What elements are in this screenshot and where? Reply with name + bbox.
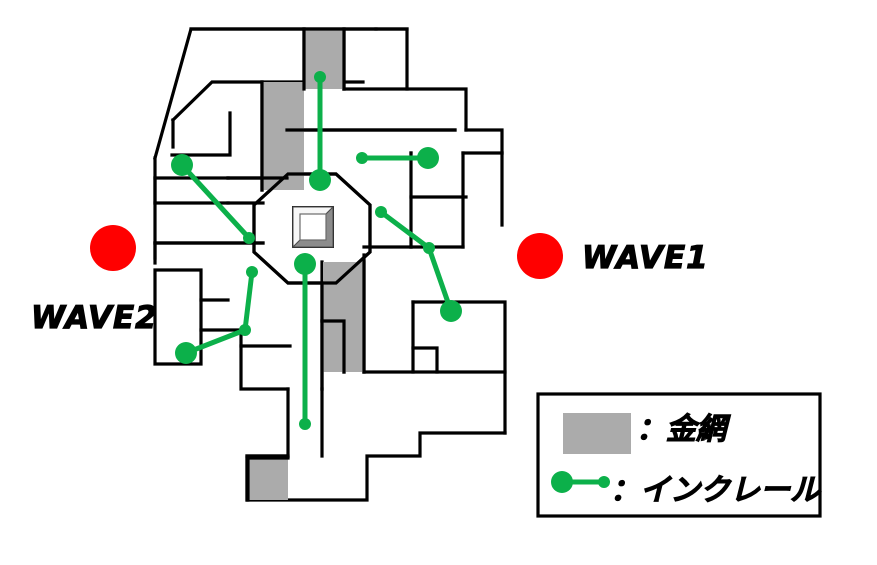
- wall-left-inner-u: [170, 111, 232, 157]
- overlay-octagon: [252, 172, 372, 285]
- center-square-inner: [299, 213, 327, 241]
- wall-right-step: [464, 128, 504, 155]
- rail-node-small: [314, 71, 326, 83]
- rail-node-big: [175, 342, 197, 364]
- wave2-dot: [90, 225, 136, 271]
- mesh-region-upper-column: [263, 82, 304, 190]
- wall-lowerleft-room: [153, 268, 203, 366]
- ink-rail-nodes: [171, 71, 462, 430]
- rail-node-big: [309, 169, 331, 191]
- center-square-group: [291, 205, 335, 249]
- mesh-region-bottom-left: [248, 459, 288, 500]
- rail-node-big: [417, 147, 439, 169]
- wall-center-lower-2: [239, 344, 290, 391]
- rail-node-small: [356, 152, 368, 164]
- wave1-label: WAVE1: [581, 239, 709, 276]
- rail-node-small: [243, 232, 255, 244]
- rail-node-small: [239, 324, 251, 336]
- overlay-mesh-bottom-box: [246, 456, 290, 502]
- rail-node-small: [246, 266, 258, 278]
- rail-node-big: [440, 300, 462, 322]
- legend-box-group: [536, 392, 822, 518]
- legend-rail-dot-big: [551, 471, 573, 493]
- rail-node-small: [375, 206, 387, 218]
- ink-rail-northwest: [179, 162, 252, 241]
- ink-rail-east: [378, 209, 454, 314]
- rail-node-small: [423, 242, 435, 254]
- wave1-dot: [517, 233, 563, 279]
- rail-node-small: [299, 418, 311, 430]
- legend-mesh-swatch: [563, 413, 631, 454]
- wall-top-right-run: [374, 27, 409, 91]
- overlay-mesh-lower-notch: [320, 319, 346, 374]
- wave2-label: WAVE2: [30, 299, 158, 336]
- map-walls-overlay: [153, 27, 457, 502]
- rail-node-big: [294, 253, 316, 275]
- legend-label-ink-rail: ：インクレール: [610, 473, 821, 509]
- wall-rightlower-stub: [411, 346, 439, 374]
- wall-rightlower-room-2: [411, 300, 507, 435]
- wall-left-lower-line: [153, 176, 230, 205]
- legend-rail-dot-small: [598, 476, 610, 488]
- wall-right-upper: [342, 87, 468, 132]
- rail-node-big: [171, 154, 193, 176]
- legend-label-mesh: ：金網: [636, 412, 727, 448]
